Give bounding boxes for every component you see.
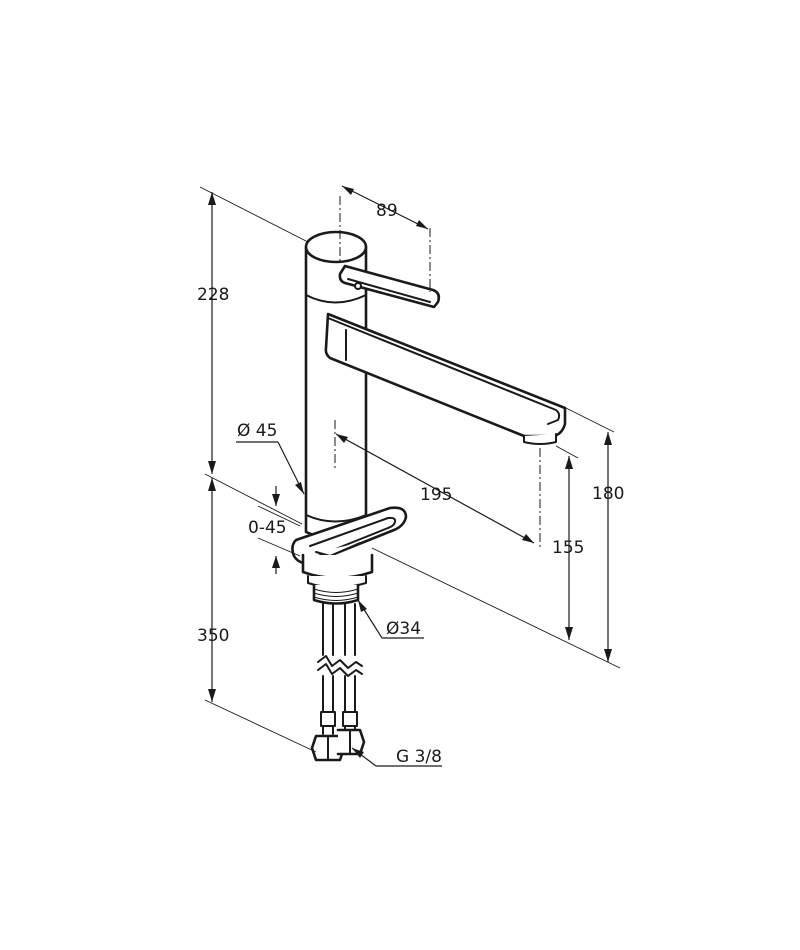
dim-label-350: 350 xyxy=(197,626,229,646)
base-nut xyxy=(301,553,374,605)
dim-label-d45: Ø 45 xyxy=(237,421,277,441)
dimension-spout-reach: 195 xyxy=(335,433,535,544)
connection-nuts xyxy=(310,728,366,762)
dimension-top-height: 228 xyxy=(197,192,229,474)
dimension-body-diameter: Ø 45 xyxy=(236,421,305,495)
dim-label-228: 228 xyxy=(197,285,229,305)
dimension-hose-length: 350 xyxy=(197,478,229,702)
center-lines xyxy=(334,196,541,548)
dimension-connection: G 3/8 xyxy=(351,747,442,767)
dim-label-d34: Ø34 xyxy=(386,619,421,639)
base-plate xyxy=(291,506,408,565)
dimension-rotation-range: 0-45 xyxy=(248,486,301,574)
dim-label-89: 89 xyxy=(376,201,398,221)
extension-lines xyxy=(199,186,621,753)
dim-label-155: 155 xyxy=(552,538,584,558)
dim-label-195: 195 xyxy=(420,485,452,505)
dimension-total-height: 180 xyxy=(592,432,624,662)
dim-label-0-45: 0-45 xyxy=(248,518,287,538)
dim-label-180: 180 xyxy=(592,484,624,504)
dimension-thread-diameter: Ø34 xyxy=(357,599,424,639)
supply-hoses xyxy=(317,603,363,735)
dimension-lever-reach: 89 xyxy=(341,185,429,230)
dim-label-g38: G 3/8 xyxy=(396,747,442,767)
lever-handle xyxy=(338,264,441,309)
spout xyxy=(324,312,567,445)
dimension-outlet-height: 155 xyxy=(552,456,584,640)
